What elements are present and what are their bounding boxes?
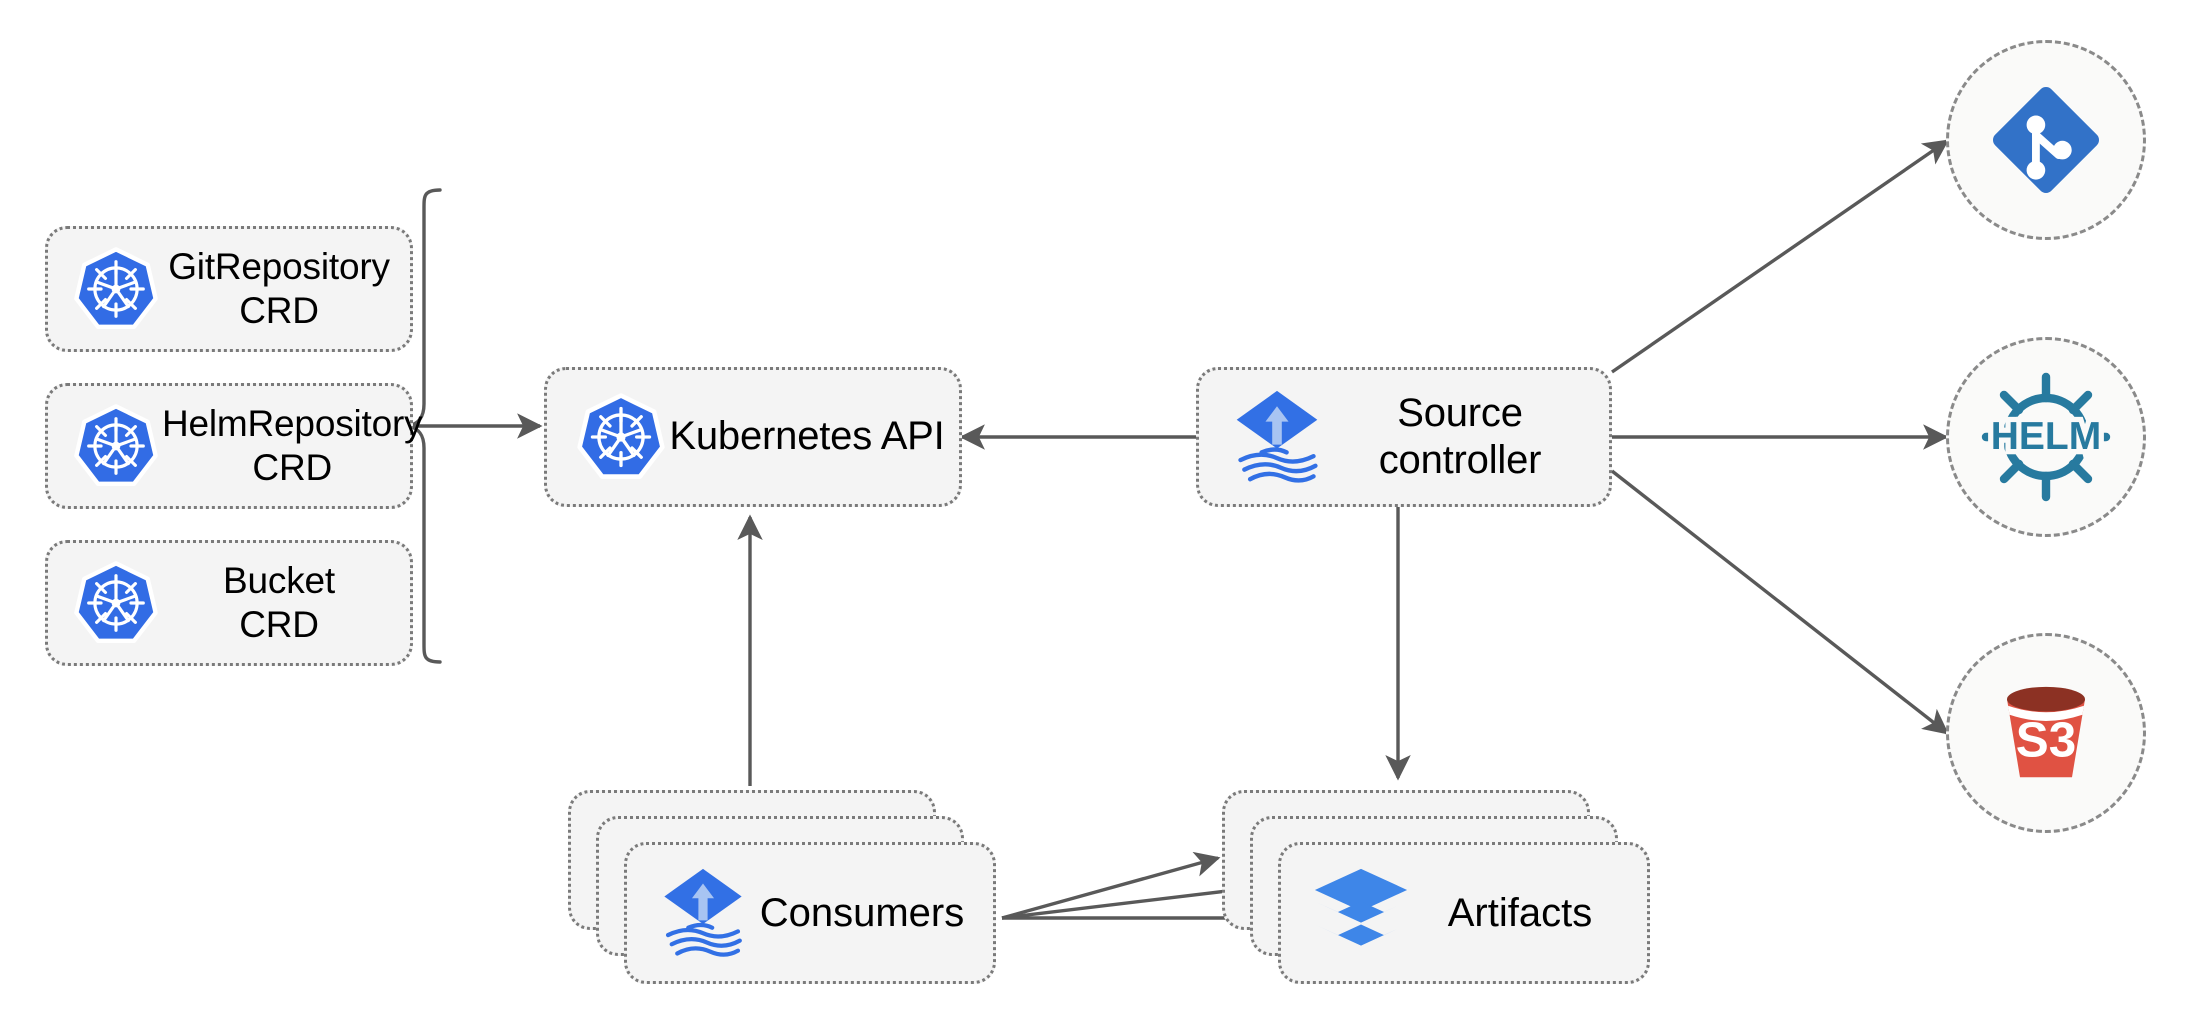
layers-icon (1311, 864, 1411, 962)
node-label: Consumers (759, 890, 965, 935)
edge-source-to-s3 (1610, 469, 1950, 735)
edge-consumers-to-artifacts-mid (1001, 878, 1255, 920)
node-label: HelmRepository CRD (162, 403, 423, 488)
external-source-git[interactable] (1946, 40, 2146, 240)
node-label: GitRepository CRD (168, 246, 390, 331)
kubernetes-icon (70, 243, 162, 335)
node-helmrepository-crd[interactable]: HelmRepository CRD (45, 383, 423, 509)
node-consumers[interactable]: Consumers (568, 790, 998, 990)
flux-icon (1229, 387, 1325, 487)
helm-icon: HELM (1971, 362, 2121, 512)
node-bucket-crd[interactable]: Bucket CRD (45, 540, 413, 666)
kubernetes-icon (573, 389, 669, 485)
edge-source-to-git (1611, 139, 1950, 374)
edge-consumers-to-artifacts-top (1001, 851, 1221, 920)
node-label: Kubernetes API (669, 414, 945, 459)
node-label: Source controller (1378, 390, 1542, 482)
artifacts-stack-front[interactable]: Artifacts (1278, 842, 1650, 984)
s3-bucket-icon: S3 (1981, 668, 2111, 798)
node-label: Artifacts (1447, 890, 1593, 935)
node-gitrepository-crd[interactable]: GitRepository CRD (45, 226, 413, 352)
s3-label: S3 (2016, 712, 2076, 767)
helm-label: HELM (1991, 415, 2102, 458)
node-label: Bucket CRD (223, 560, 335, 645)
git-icon (1983, 77, 2109, 203)
external-source-s3[interactable]: S3 (1946, 633, 2146, 833)
kubernetes-icon (70, 557, 162, 649)
consumers-stack-front[interactable]: Consumers (624, 842, 996, 984)
node-kubernetes-api[interactable]: Kubernetes API (544, 367, 962, 507)
node-artifacts[interactable]: Artifacts (1222, 790, 1652, 990)
external-source-helm[interactable]: HELM (1946, 337, 2146, 537)
flux-icon (657, 863, 749, 963)
kubernetes-icon (70, 400, 162, 492)
node-source-controller[interactable]: Source controller (1196, 367, 1612, 507)
